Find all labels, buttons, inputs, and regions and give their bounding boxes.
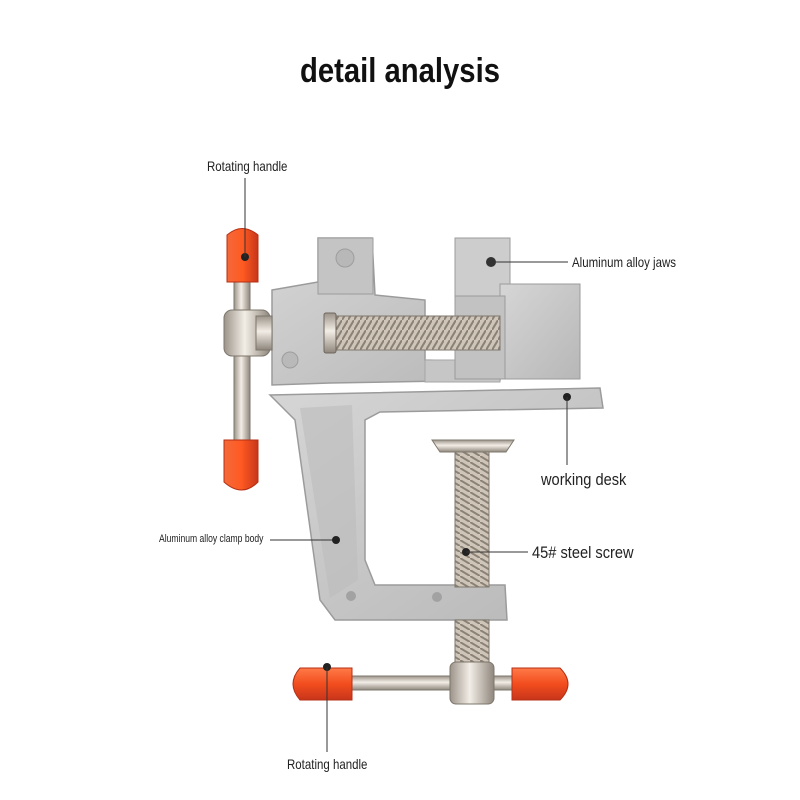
page-title: detail analysis: [300, 52, 500, 90]
label-steel-screw: 45# steel screw: [532, 543, 634, 562]
top-rotating-handle: [223, 228, 273, 491]
bottom-rotating-handle: [292, 661, 569, 705]
movable-jaw: [454, 237, 581, 380]
clamp-body: [268, 387, 604, 621]
vertical-screw: [431, 439, 515, 666]
label-top-rotating-handle: Rotating handle: [207, 158, 288, 174]
callout-lines: [244, 178, 571, 752]
label-aluminum-alloy-jaws: Aluminum alloy jaws: [572, 254, 676, 270]
label-bottom-rotating-handle: Rotating handle: [287, 756, 368, 772]
label-working-desk: working desk: [541, 470, 627, 489]
label-aluminum-alloy-clamp-body: Aluminum alloy clamp body: [159, 533, 264, 545]
horizontal-screw: [323, 312, 501, 354]
